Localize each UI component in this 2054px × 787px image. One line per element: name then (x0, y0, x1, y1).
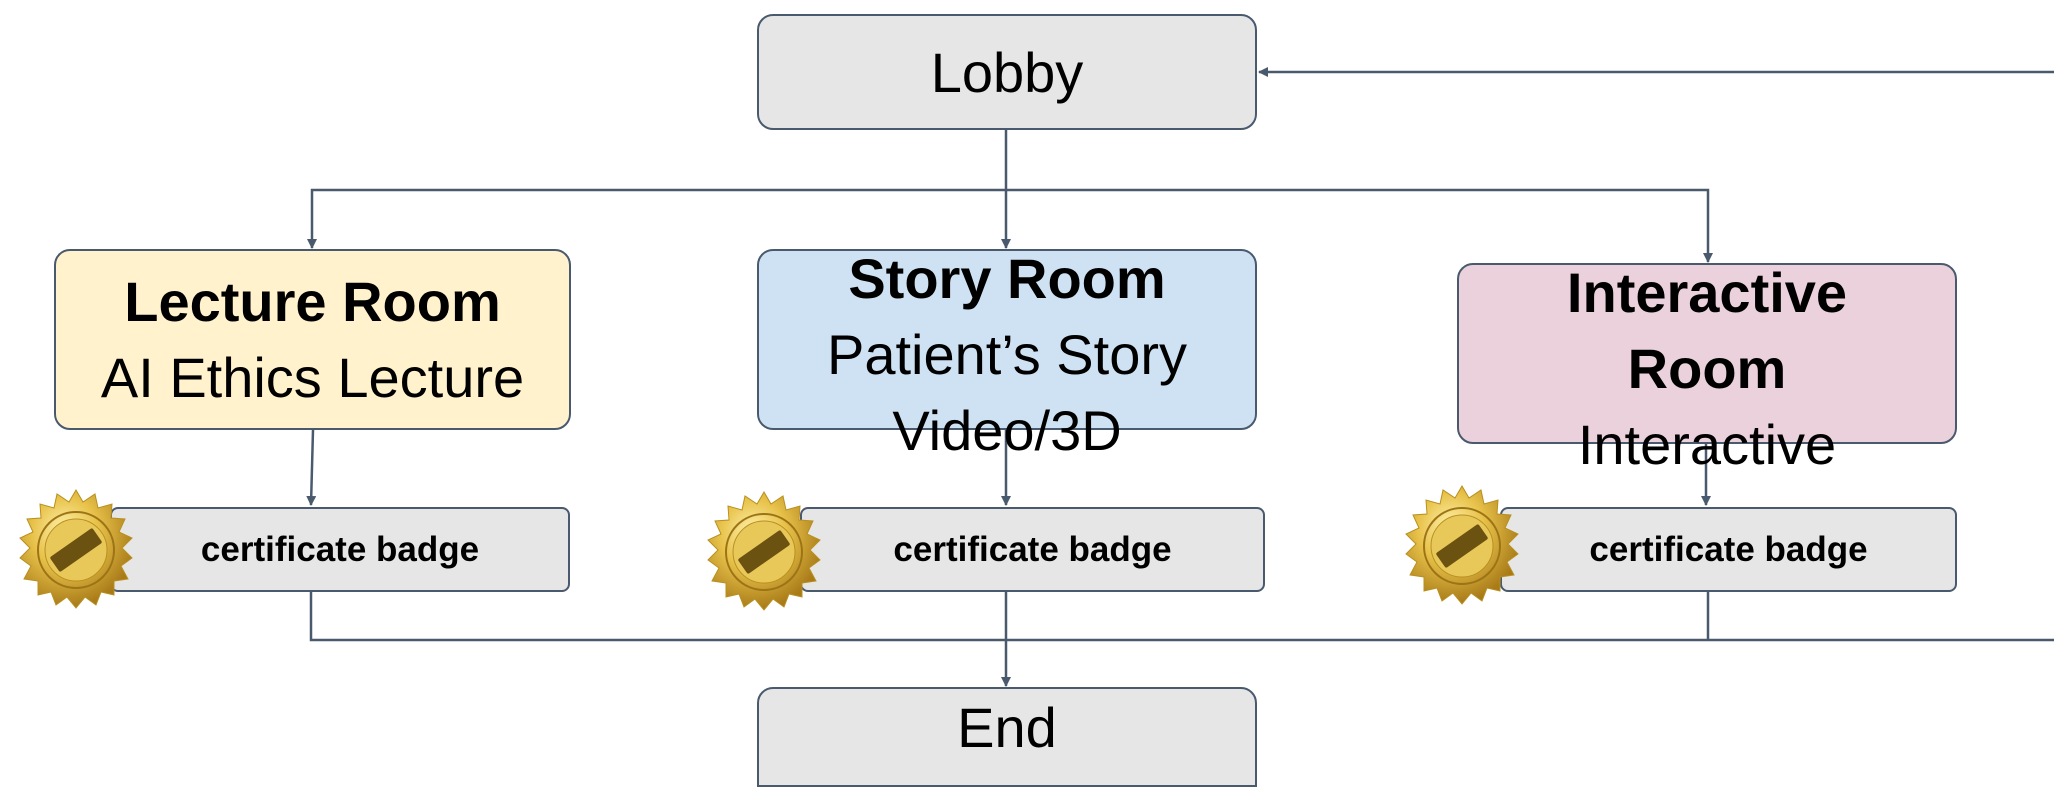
end-node: End (757, 687, 1257, 787)
flow-connectors (306, 67, 2054, 687)
lecture-room-title: Lecture Room (124, 269, 501, 333)
story-room-node: Story Room Patient’s Story Video/3D (757, 247, 1257, 462)
interactive-certificate-badge: certificate badge (1500, 507, 1957, 592)
lobby-to-interactive-connector (1006, 188, 1713, 263)
lecture-room-subtitle: AI Ethics Lecture (100, 345, 525, 409)
story-certified-seal-icon (707, 491, 821, 611)
lecture-room-node: Lecture Room AI Ethics Lecture (54, 249, 571, 430)
story-room-title: Story Room (848, 247, 1166, 310)
end-label: End (957, 696, 1057, 759)
story-room-subtitle: Patient’s Story Video/3D (826, 323, 1188, 462)
interactive-badge-label: certificate badge (1589, 529, 1868, 569)
interactive-room-title: Interactive Room (1566, 261, 1848, 400)
interactive-room-node: Interactive Room Interactive (1457, 261, 1957, 476)
badges-merge-connector (309, 592, 2054, 642)
lecture-certified-seal-icon (19, 489, 133, 609)
interactive-room-subtitle: Interactive (1577, 413, 1837, 476)
story-certificate-badge: certificate badge (800, 507, 1265, 592)
lecture-certificate-badge: certificate badge (110, 507, 570, 592)
lobby-to-rooms-connector (307, 130, 1008, 249)
lobby-label: Lobby (930, 40, 1084, 104)
story-badge-label: certificate badge (893, 529, 1172, 569)
lobby-node: Lobby (757, 14, 1257, 130)
lecture-badge-label: certificate badge (200, 529, 480, 569)
lecture-to-badge-connector (306, 429, 317, 506)
interactive-certified-seal-icon (1405, 485, 1519, 605)
